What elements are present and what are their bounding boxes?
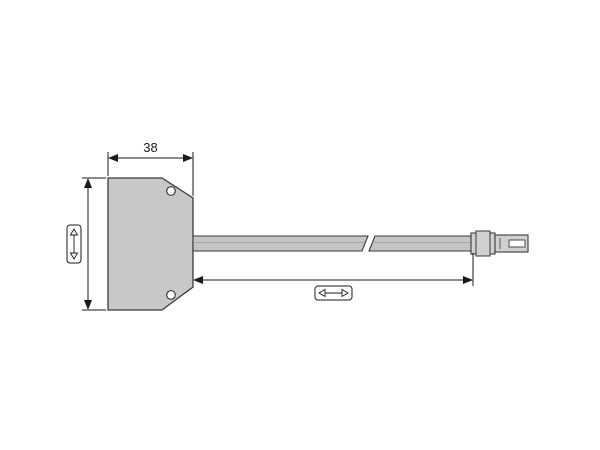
double-arrow-vertical-icon — [66, 224, 82, 264]
width-dimension-label: 38 — [143, 140, 157, 155]
cable-segment-right — [368, 235, 474, 252]
width-dimension: 38 — [107, 140, 194, 196]
housing-body — [107, 177, 194, 311]
connector-slot — [508, 239, 526, 248]
connector-plug — [470, 230, 529, 257]
cable-length-dimension — [193, 253, 474, 301]
mounting-hole-top — [166, 186, 176, 196]
mounting-hole-bottom — [166, 290, 176, 300]
height-dimension — [66, 177, 106, 311]
cable-segment-left — [192, 235, 369, 252]
sensor-housing — [107, 177, 194, 311]
double-arrow-horizontal-icon — [314, 285, 353, 301]
connector-ridge — [475, 230, 491, 257]
cable — [192, 235, 474, 252]
